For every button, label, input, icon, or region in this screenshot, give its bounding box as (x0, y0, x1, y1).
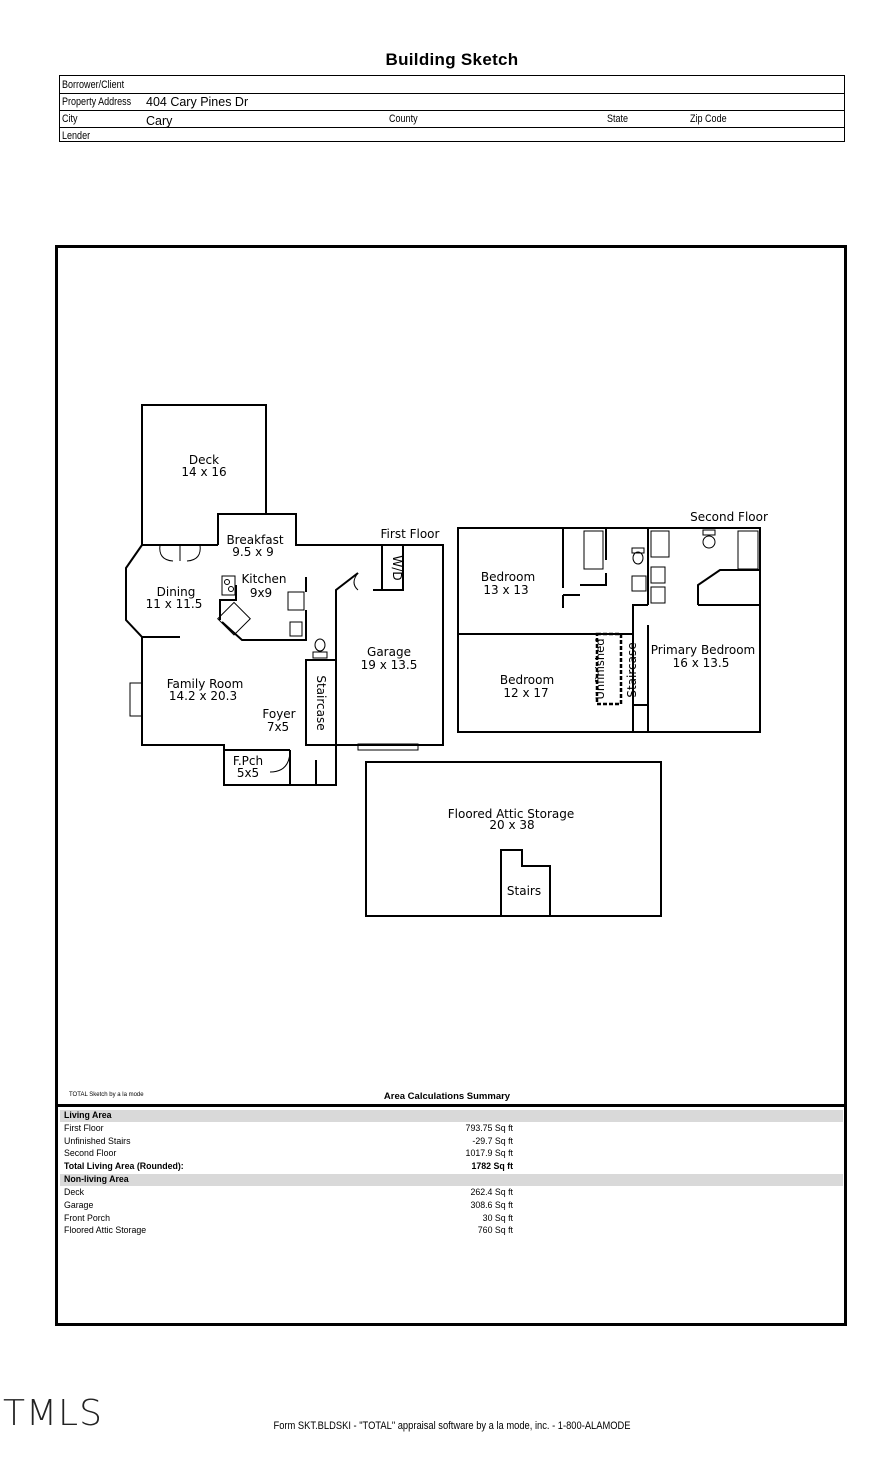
foyer-label: Foyer (262, 707, 295, 721)
row-value: 30 Sq ft (482, 1213, 513, 1223)
breakfast-label: Breakfast (226, 533, 283, 547)
row-value: 308.6 Sq ft (470, 1200, 513, 1210)
second-floor-label: Second Floor (690, 510, 768, 524)
property-info-table: Borrower/Client Property Address 404 Car… (59, 75, 845, 142)
attic-label: Floored Attic Storage (448, 807, 575, 821)
summary-row: Unfinished Stairs -29.7 Sq ft (60, 1136, 843, 1148)
row-value: 262.4 Sq ft (470, 1187, 513, 1197)
borrower-label: Borrower/Client (62, 79, 125, 91)
city-value: Cary (146, 114, 173, 128)
sketch-frame (55, 245, 847, 1326)
address-label: Property Address (62, 96, 132, 108)
county-label: County (389, 113, 418, 125)
bedroom2-label: Bedroom (500, 673, 554, 687)
page-title: Building Sketch (385, 50, 519, 69)
bedroom2-size: 12 x 17 (503, 686, 548, 700)
total-label: Total Living Area (Rounded): (64, 1161, 184, 1171)
bedroom1-label: Bedroom (481, 570, 535, 584)
row-label: Deck (64, 1187, 85, 1197)
address-value: 404 Cary Pines Dr (146, 95, 249, 109)
living-area-heading: Living Area (60, 1110, 843, 1122)
kitchen-size: 9x9 (250, 586, 272, 600)
row-value: 1017.9 Sq ft (465, 1148, 513, 1158)
wd-label: W/D (390, 555, 404, 580)
row-value: 760 Sq ft (477, 1225, 513, 1235)
first-floor-outline (125, 513, 444, 786)
family-room-label: Family Room (167, 677, 244, 691)
deck-label: Deck (189, 453, 219, 467)
sketch-credit: TOTAL Sketch by a la mode (69, 1092, 144, 1098)
total-value: 1782 Sq ft (471, 1161, 513, 1171)
summary-row: Floored Attic Storage 760 Sq ft (60, 1225, 843, 1237)
row-label: Garage (64, 1200, 94, 1210)
deck-size: 14 x 16 (181, 465, 226, 479)
attic-outline (365, 761, 662, 917)
garage-label: Garage (367, 645, 411, 659)
first-floor-label: First Floor (381, 527, 440, 541)
garage-size: 19 x 13.5 (361, 658, 418, 672)
summary-row: Garage 308.6 Sq ft (60, 1200, 843, 1212)
summary-row: Second Floor 1017.9 Sq ft (60, 1148, 843, 1160)
summary-divider (58, 1104, 846, 1107)
total-row: Total Living Area (Rounded): 1782 Sq ft (60, 1161, 843, 1173)
second-floor-outline (457, 527, 761, 733)
city-row: City Cary County State Zip Code (60, 110, 844, 128)
attic-size: 20 x 38 (489, 818, 534, 832)
breakfast-size: 9.5 x 9 (232, 545, 273, 559)
row-label: Floored Attic Storage (64, 1225, 147, 1235)
row-label: Front Porch (64, 1213, 110, 1223)
foyer-size: 7x5 (267, 720, 289, 734)
deck-outline (141, 404, 267, 545)
mls-logo: TMLS (3, 1393, 103, 1434)
dining-size: 11 x 11.5 (146, 597, 203, 611)
living-heading-text: Living Area (64, 1110, 112, 1120)
form-footer: Form SKT.BLDSKI - "TOTAL" appraisal soft… (0, 1420, 896, 1432)
summary-row: First Floor 793.75 Sq ft (60, 1123, 843, 1135)
staircase2-label: Staircase (625, 642, 639, 697)
nonliving-heading-text: Non-living Area (64, 1174, 129, 1184)
row-label: First Floor (64, 1123, 104, 1133)
nonliving-area-heading: Non-living Area (60, 1174, 843, 1186)
lender-label: Lender (62, 130, 91, 142)
zip-label: Zip Code (690, 113, 727, 125)
family-room-size: 14.2 x 20.3 (169, 689, 237, 703)
borrower-row: Borrower/Client (60, 76, 844, 94)
porch-size: 5x5 (237, 766, 259, 780)
row-label: Second Floor (64, 1148, 117, 1158)
summary-row: Front Porch 30 Sq ft (60, 1213, 843, 1225)
stairs-label: Stairs (507, 884, 541, 898)
unfinished-label: Unfinished (593, 638, 607, 699)
primary-bedroom-size: 16 x 13.5 (673, 656, 730, 670)
row-value: -29.7 Sq ft (472, 1136, 513, 1146)
address-row: Property Address 404 Cary Pines Dr (60, 93, 844, 111)
staircase-label: Staircase (314, 675, 328, 730)
floor-plan: Deck 14 x 16 Breakfast 9.5 x 9 First Flo… (125, 404, 768, 917)
dining-label: Dining (157, 585, 196, 599)
bedroom1-size: 13 x 13 (483, 583, 528, 597)
footer-text: Form SKT.BLDSKI - "TOTAL" appraisal soft… (273, 1420, 631, 1432)
primary-bedroom-label: Primary Bedroom (651, 643, 755, 657)
summary-row: Deck 262.4 Sq ft (60, 1187, 843, 1199)
lender-row: Lender (60, 127, 844, 144)
state-label: State (607, 113, 629, 125)
porch-label: F.Pch (233, 754, 263, 768)
kitchen-label: Kitchen (241, 572, 286, 586)
row-label: Unfinished Stairs (64, 1136, 131, 1146)
row-value: 793.75 Sq ft (465, 1123, 513, 1133)
summary-title: Area Calculations Summary (383, 1091, 511, 1102)
unfinished-stairs-box (595, 632, 623, 706)
city-label: City (62, 113, 78, 125)
